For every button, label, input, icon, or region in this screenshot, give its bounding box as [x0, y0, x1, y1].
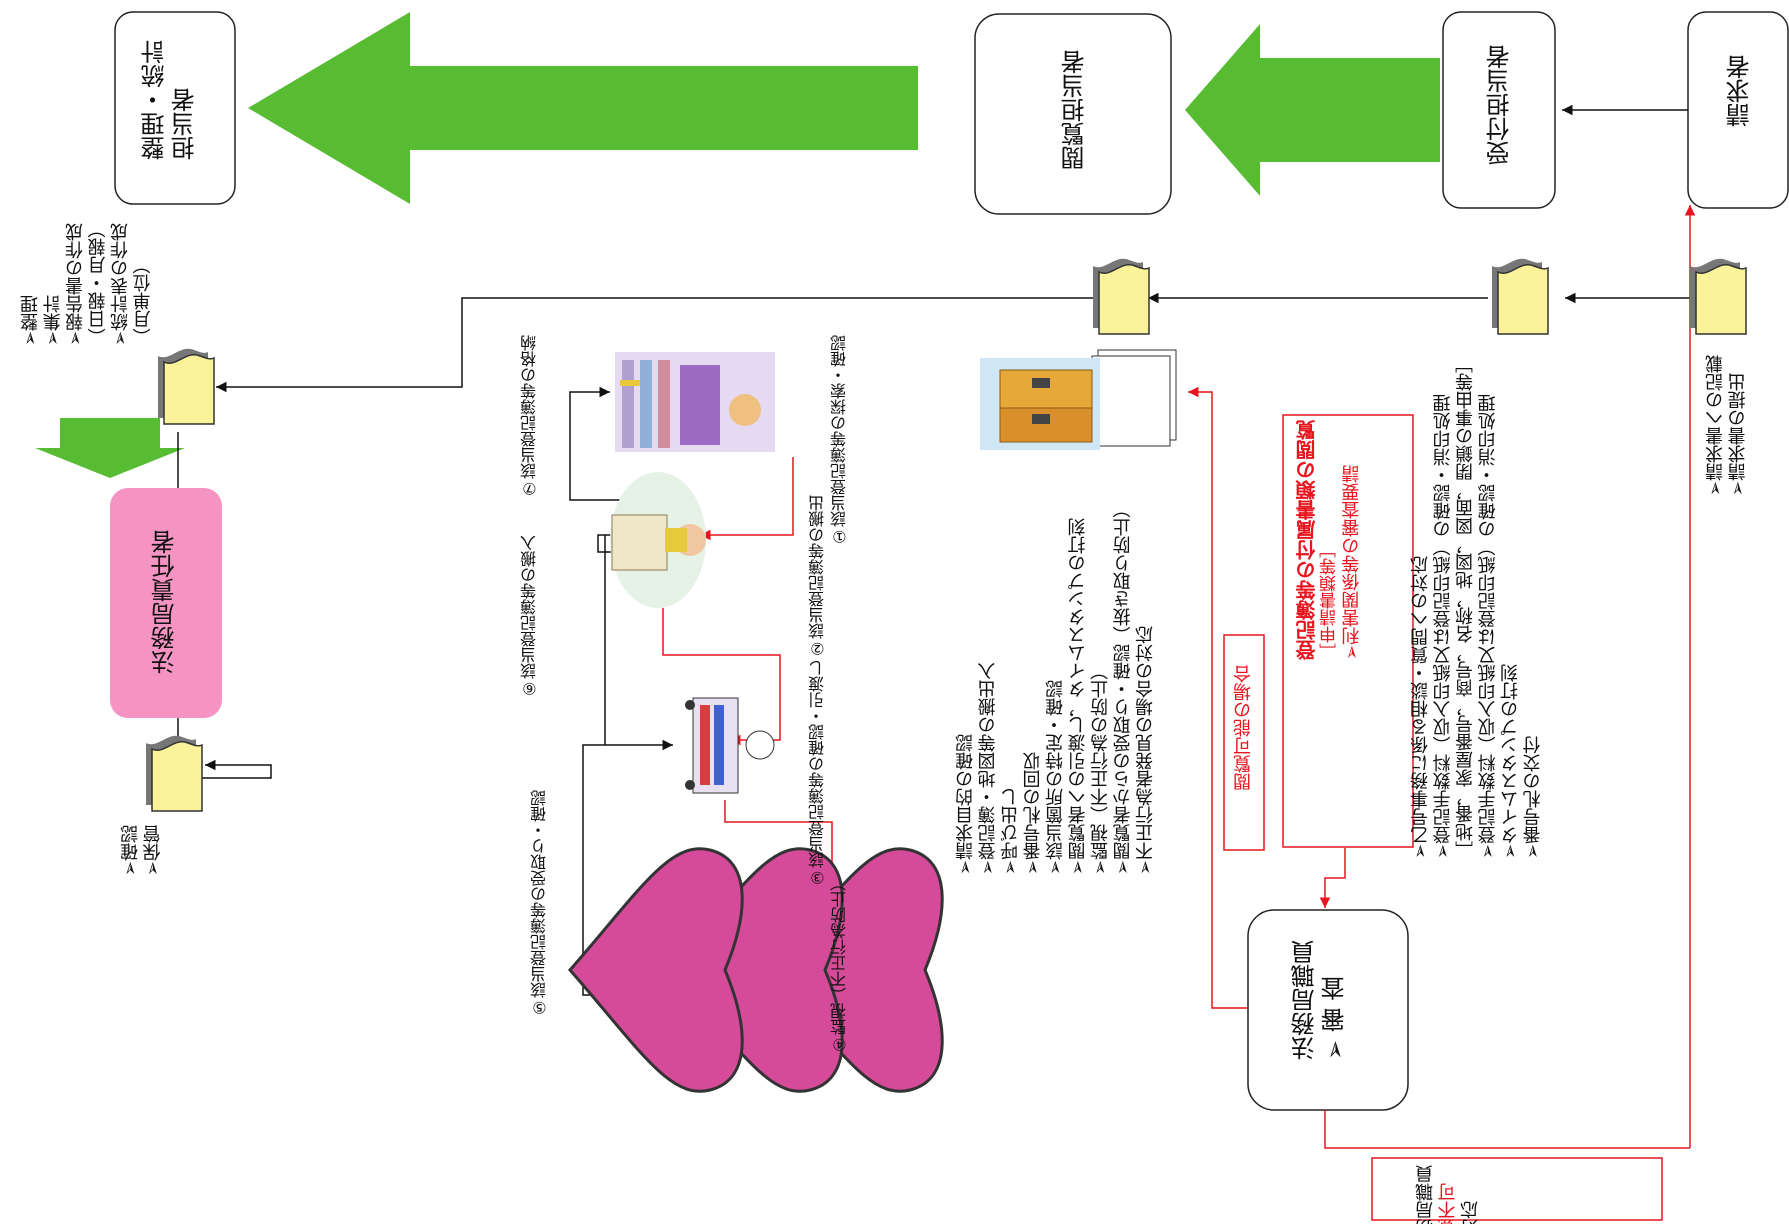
- step-7: ⑦該当登記簿等の格納: [520, 335, 539, 498]
- file-folder-icon: [980, 349, 1177, 450]
- label-seikyusha: 請求者: [1726, 55, 1754, 127]
- bookshelf-person-icon: [615, 352, 775, 452]
- box-person-icon: [610, 472, 706, 608]
- box-seiri: [114, 11, 236, 205]
- label-etsuran: 閲覧担当者: [1061, 50, 1089, 170]
- special-box: [1282, 414, 1414, 848]
- step-3: ③該当登記簿等の確認・引渡し: [808, 660, 827, 887]
- green-arrow-right: [1185, 24, 1440, 196]
- step-5: ⑤該当登記簿等の受取り・確認: [530, 790, 549, 1017]
- special-text: 登記簿等の付属書類の閲覧 ［申請書類等］ ➢利害関係等の審査要請: [1295, 420, 1363, 660]
- document-icon: [145, 735, 203, 812]
- label-uketsuke: 受付担当者: [1486, 45, 1514, 165]
- step-1: ①該当登記簿等の探索・確認: [830, 335, 849, 546]
- hearts-icon: [568, 847, 944, 1093]
- fuka-box: [1371, 1157, 1663, 1221]
- notes-seiri: ➢整理➢集計➢報告書の作成（日報・月報）➢統計表の作成（月単位）: [20, 220, 154, 346]
- document-icon: [1689, 258, 1747, 335]
- document-icon: [157, 348, 215, 425]
- kanou-text: 閲覧可能の場合: [1233, 665, 1254, 791]
- notes-seikyusha: ➢請求書への記載➢請求書の提出: [1705, 355, 1749, 497]
- sekininsha-box: [110, 488, 222, 718]
- notes-uketsuke: ➢乙号事務に係る相談・質問への対応➢登記手数料（収入印紙又は登記印紙）の確認・消…: [1410, 355, 1544, 859]
- step-6: ⑥該当登記簿等の搬入: [520, 535, 539, 698]
- cart-person-icon: [685, 697, 775, 794]
- notes-sekininsha: ➢確認➢保管: [120, 825, 164, 877]
- step-2: ②該当登記簿等の搬出: [808, 495, 827, 658]
- kanou-box: [1223, 634, 1265, 851]
- green-arrow-down: [35, 418, 185, 478]
- notes-etsuran: ➢請求目的の確認➢登記簿・地図等の搬出入➢呼び出し➢番号札の回収➢該当箇所の特定…: [955, 500, 1156, 876]
- label-seiri: 整理・統計担当者: [141, 40, 199, 160]
- label-shinsa: 法務局職員➢ 審 査: [1291, 940, 1349, 1060]
- document-icon: [1491, 258, 1549, 335]
- fuka-text: 法務局職員閲覧不可が対応: [1415, 1165, 1481, 1224]
- box-etsuran: [974, 13, 1172, 215]
- label-sekininsha: 法務局責任者: [151, 530, 179, 674]
- box-uketsuke: [1442, 11, 1556, 209]
- green-arrow-large: [248, 12, 918, 204]
- box-shinsa: [1247, 909, 1409, 1111]
- step-4: ④監視（不正行為防止）: [830, 875, 849, 1054]
- document-icon: [1092, 258, 1150, 335]
